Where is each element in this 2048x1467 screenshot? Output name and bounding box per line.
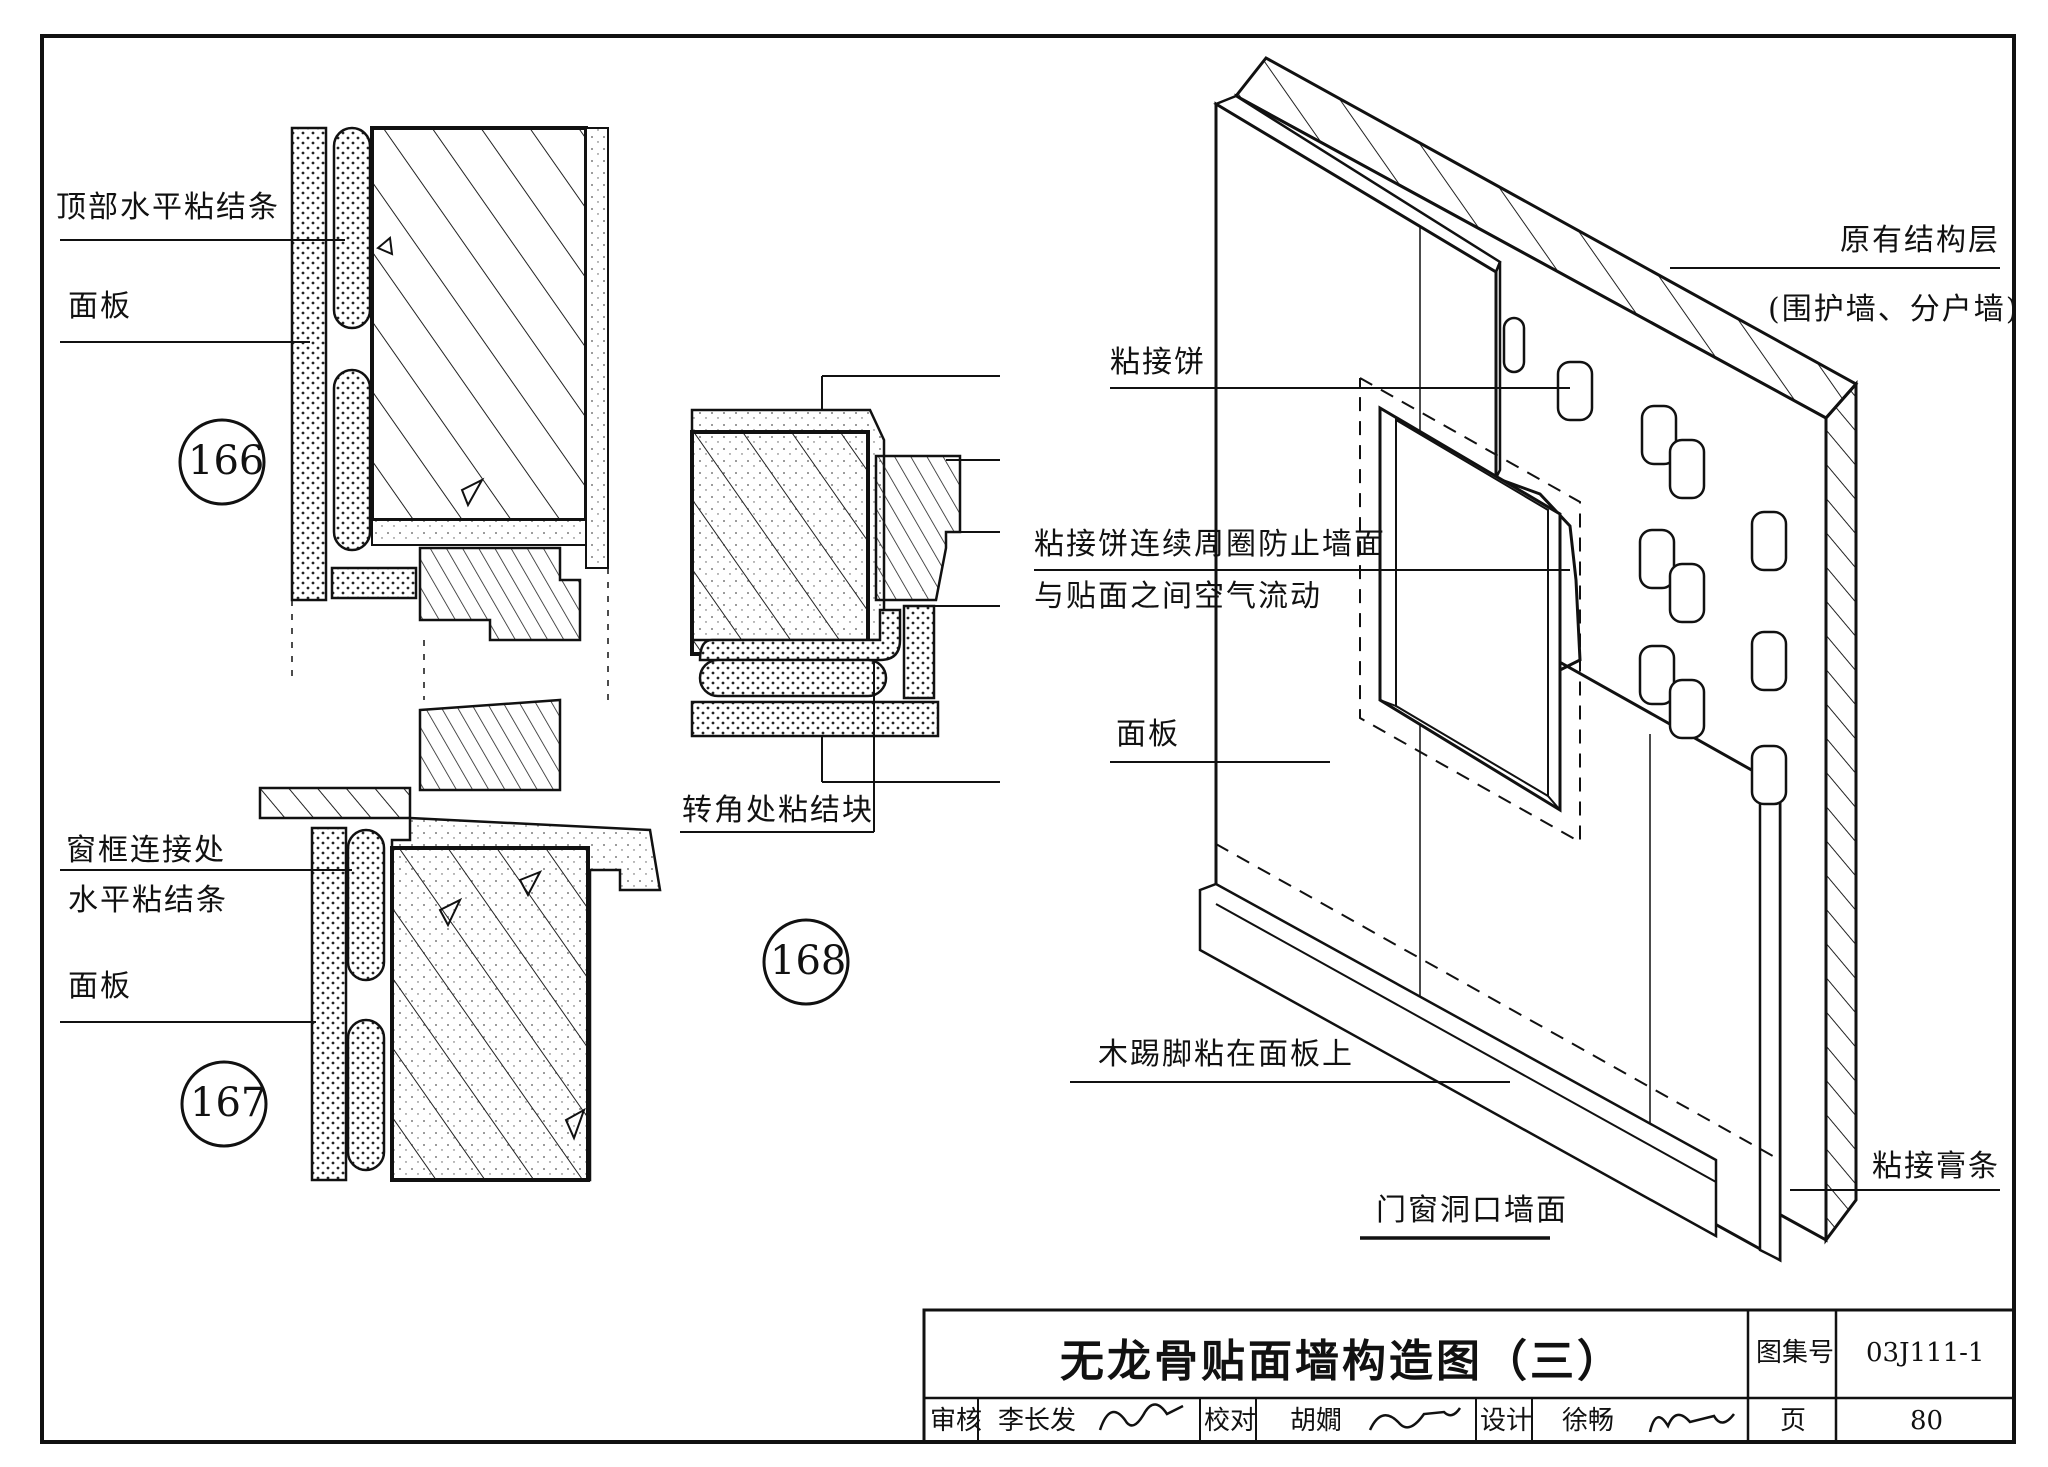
- detail-166-drawing: [60, 126, 609, 700]
- title-block-lines: [922, 1308, 2016, 1444]
- signatures: [1098, 1403, 1735, 1433]
- label-panel-167: 面板: [68, 969, 132, 1004]
- label-window-frame-joint: 窗框连接处: [66, 833, 226, 868]
- detail-167-drawing: [60, 698, 662, 1182]
- page-number: 80: [1910, 1406, 1944, 1436]
- label-enclosure-walls: (围护墙、分户墙): [1768, 292, 2020, 327]
- detail-168-drawing: [680, 375, 1000, 1006]
- detail-number-166: 166: [188, 438, 265, 484]
- label-adhesive-cake: 粘接饼: [1110, 345, 1206, 380]
- label-corner-block: 转角处粘结块: [682, 793, 874, 828]
- label-perimeter-line2: 与贴面之间空气流动: [1034, 579, 1322, 614]
- axonometric-drawing: [1034, 56, 2000, 1263]
- review-label: 审核: [930, 1406, 983, 1436]
- label-adhesive-strip: 粘接膏条: [1872, 1149, 2000, 1184]
- detail-number-168: 168: [770, 938, 847, 984]
- reviewer-name: 李长发: [998, 1406, 1077, 1436]
- page-label: 页: [1780, 1406, 1807, 1436]
- label-panel-166: 面板: [68, 289, 132, 324]
- detail-number-167: 167: [190, 1080, 267, 1126]
- checker-name: 胡嫺: [1290, 1406, 1343, 1436]
- label-horizontal-strip: 水平粘结条: [68, 883, 228, 918]
- label-opening-wall: 门窗洞口墙面: [1376, 1193, 1568, 1228]
- design-label: 设计: [1480, 1406, 1533, 1436]
- label-panel-axo: 面板: [1116, 717, 1180, 752]
- label-skirting: 木踢脚粘在面板上: [1098, 1037, 1354, 1072]
- check-label: 校对: [1204, 1406, 1257, 1436]
- drawing-title: 无龙骨贴面墙构造图（三）: [1060, 1336, 1624, 1387]
- label-perimeter-line1: 粘接饼连续周圈防止墙面: [1034, 527, 1386, 562]
- label-top-strip: 顶部水平粘结条: [56, 190, 280, 225]
- atlas-number: 03J111-1: [1866, 1338, 1985, 1368]
- designer-name: 徐畅: [1562, 1406, 1615, 1436]
- label-original-structure: 原有结构层: [1840, 223, 2000, 258]
- atlas-label: 图集号: [1756, 1338, 1835, 1368]
